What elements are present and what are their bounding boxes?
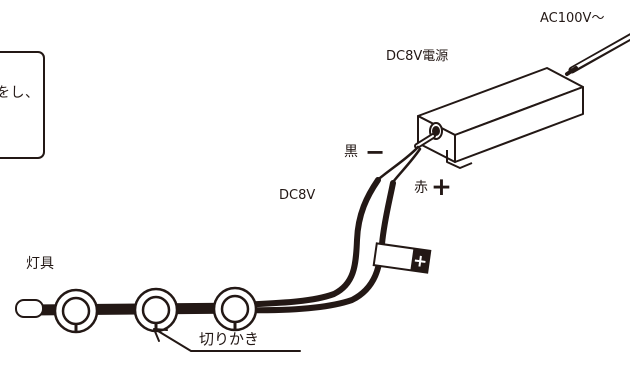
- light-fixture: [53, 288, 99, 334]
- tag-plus-sign: +: [412, 251, 429, 273]
- fixture-label: 灯具: [26, 256, 54, 272]
- ac-input-label: AC100V〜: [540, 11, 605, 26]
- callout-text: をし、: [0, 85, 40, 101]
- light-fixture: [133, 287, 179, 333]
- output-leads: [378, 133, 436, 184]
- instruction-callout-box: をし、: [0, 51, 45, 159]
- black-wire-label: 黒: [344, 144, 358, 160]
- black-wire: [237, 177, 381, 308]
- red-wire: [237, 180, 396, 314]
- notch-label: 切りかき: [199, 330, 260, 348]
- ac-input-cable: [565, 33, 630, 76]
- notch-arrow: [153, 328, 301, 352]
- polarity-tag: +: [372, 242, 432, 274]
- red-wire-label: 赤: [414, 180, 428, 196]
- light-fixture: [212, 286, 258, 332]
- plus-sign: +: [431, 172, 452, 201]
- power-supply-label: DC8V電源: [386, 49, 449, 64]
- minus-sign: −: [365, 138, 386, 166]
- dc-output-label: DC8V: [279, 188, 316, 203]
- power-supply-unit: [417, 67, 584, 169]
